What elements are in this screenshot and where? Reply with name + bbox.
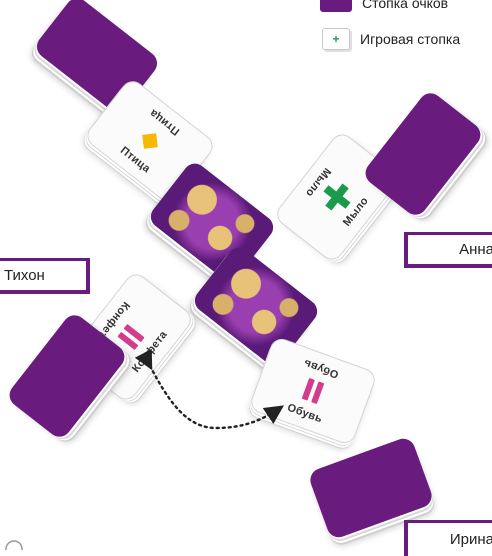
plus-icon: +: [332, 32, 340, 46]
corner-circle-icon: [5, 540, 23, 550]
player-name-tikhon: Тихон: [0, 258, 90, 294]
player-name-anna: Анна: [404, 232, 492, 268]
legend-play-pile: + Игровая стопка: [322, 28, 460, 50]
play-pile-label: Игровая стопка: [360, 31, 461, 47]
score-pile-swatch: [320, 0, 352, 12]
play-pile-swatch: +: [322, 28, 350, 50]
score-pile-label: Стопка очков: [362, 0, 449, 11]
legend-score-pile: Стопка очков: [320, 0, 448, 12]
